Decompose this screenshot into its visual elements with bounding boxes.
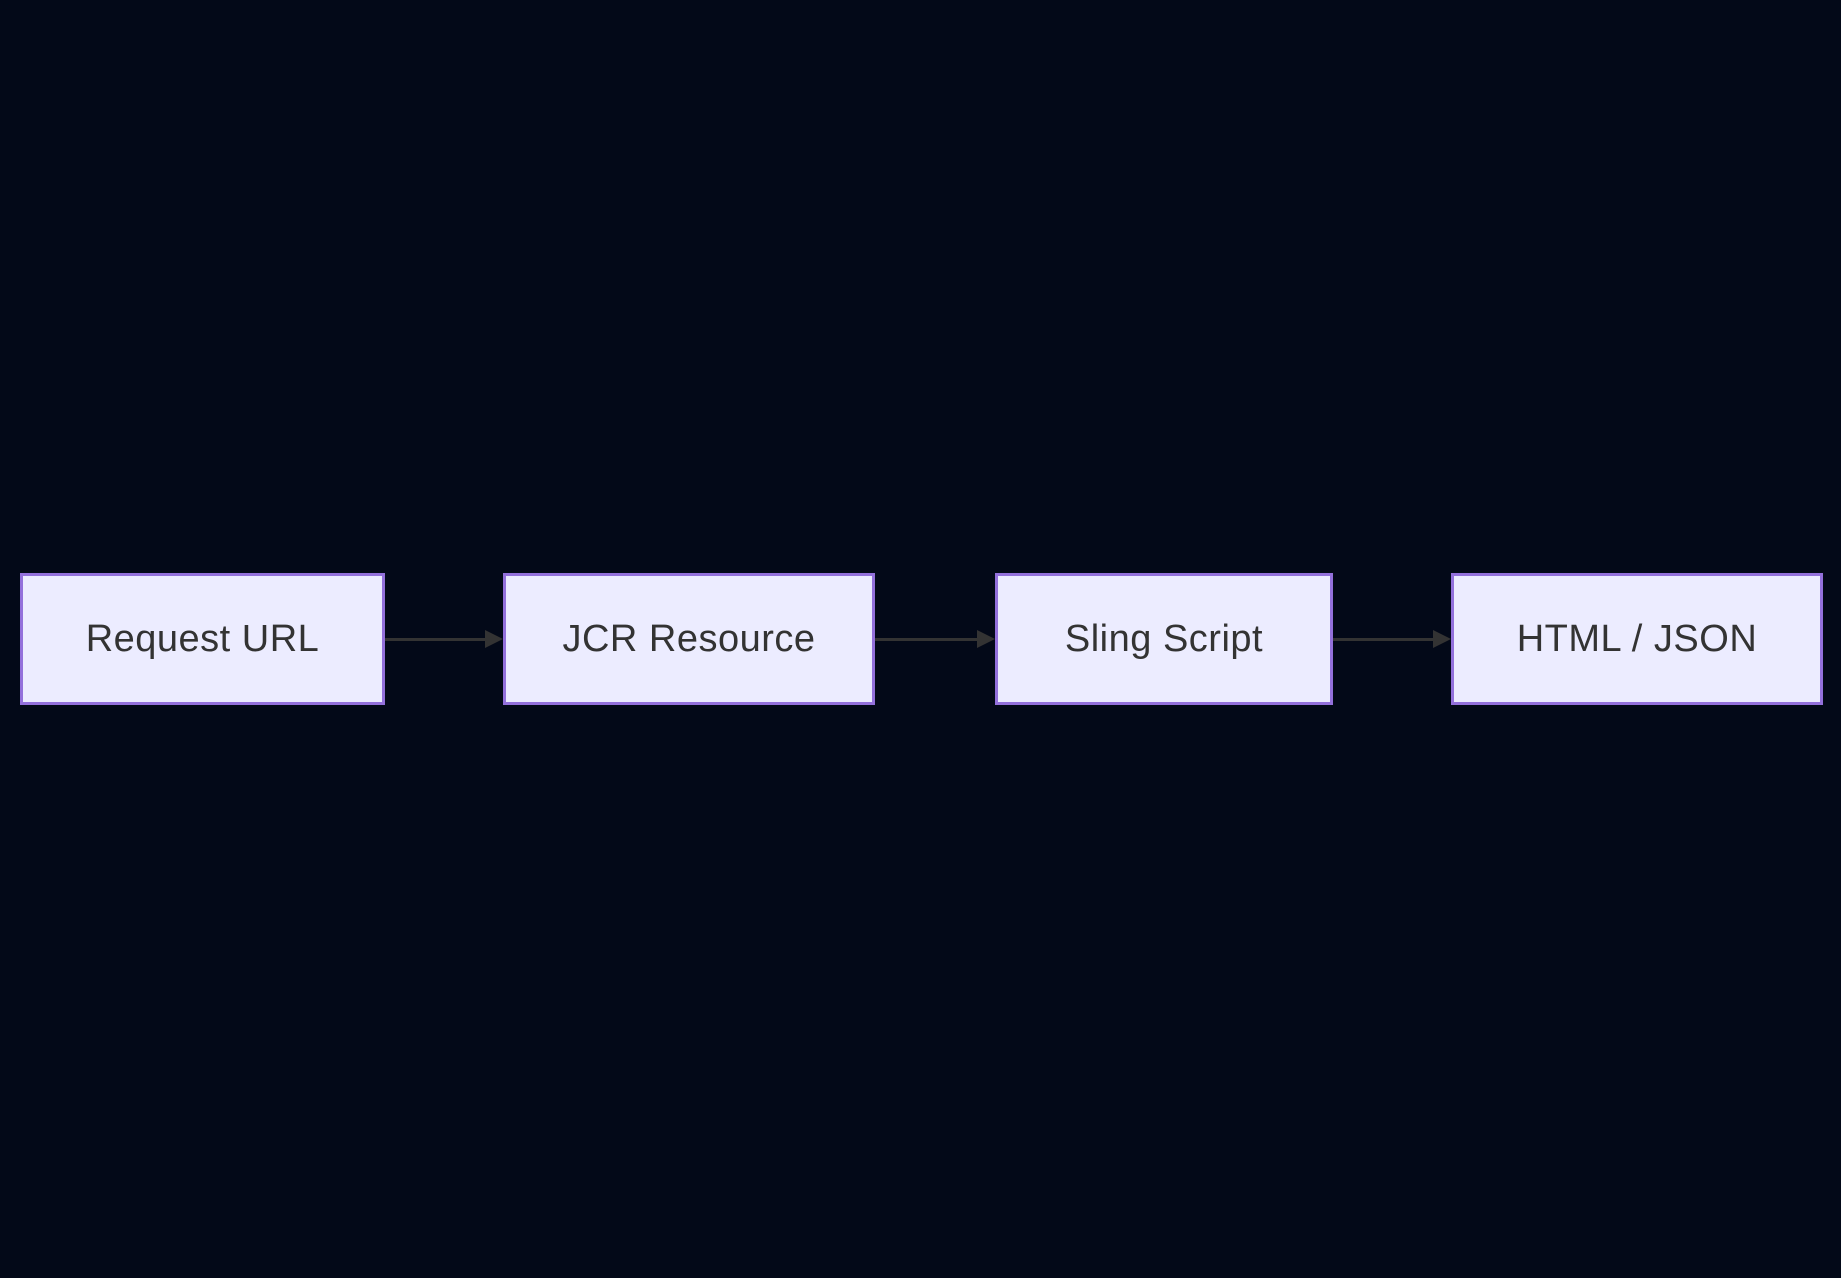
- edge-jcr-resource-to-sling-script: [875, 573, 995, 705]
- edge-line: [875, 637, 977, 641]
- node-jcr-resource: JCR Resource: [503, 573, 875, 705]
- arrowhead-icon: [485, 630, 503, 648]
- node-request-url: Request URL: [20, 573, 385, 705]
- edge-request-url-to-jcr-resource: [385, 573, 503, 705]
- node-jcr-resource-label: JCR Resource: [562, 617, 816, 660]
- edge-line: [1333, 637, 1433, 641]
- node-request-url-label: Request URL: [85, 617, 320, 660]
- arrowhead-icon: [1433, 630, 1451, 648]
- edge-sling-script-to-html-json: [1333, 573, 1451, 705]
- node-sling-script: Sling Script: [995, 573, 1333, 705]
- node-html-json: HTML / JSON: [1451, 573, 1823, 705]
- arrowhead-icon: [977, 630, 995, 648]
- node-html-json-label: HTML / JSON: [1516, 617, 1758, 660]
- edge-line: [385, 637, 485, 641]
- node-sling-script-label: Sling Script: [1064, 617, 1264, 660]
